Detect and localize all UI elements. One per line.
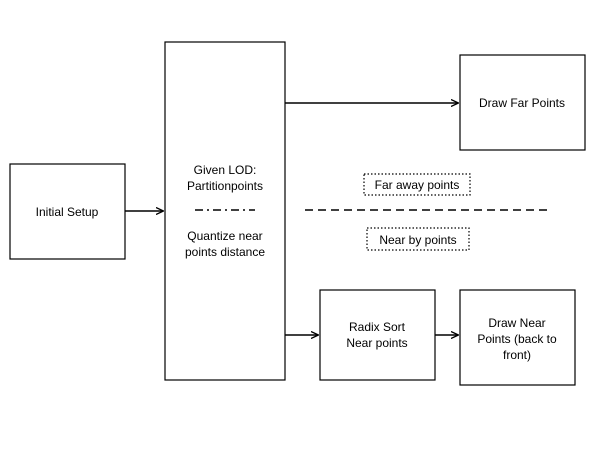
draw-near-label-line-2: Points (back to [477, 332, 557, 346]
initial-setup-label: Initial Setup [36, 205, 99, 219]
partition-box: Given LOD: Partitionpoints Quantize near… [164, 41, 286, 381]
quantize-label-line-1: Quantize near [187, 229, 262, 243]
draw-far-points-box: Draw Far Points [459, 54, 586, 151]
near-by-points-tag: Near by points [366, 227, 470, 251]
initial-setup-box: Initial Setup [9, 163, 126, 260]
far-away-points-tag: Far away points [363, 173, 471, 196]
draw-near-label-line-1: Draw Near [488, 316, 545, 330]
draw-near-label-line-3: front) [503, 348, 531, 362]
partition-label-line-1: Given LOD: [194, 163, 257, 177]
far-away-points-label: Far away points [375, 178, 460, 192]
near-by-points-label: Near by points [379, 233, 456, 247]
draw-near-points-box: Draw Near Points (back to front) [459, 289, 576, 386]
radix-sort-label-line-2: Near points [346, 336, 407, 350]
radix-sort-box: Radix Sort Near points [319, 289, 436, 381]
quantize-label-line-2: points distance [185, 245, 265, 259]
radix-sort-label-line-1: Radix Sort [349, 320, 406, 334]
draw-far-points-label: Draw Far Points [479, 96, 565, 110]
partition-label-line-2: Partitionpoints [187, 179, 263, 193]
